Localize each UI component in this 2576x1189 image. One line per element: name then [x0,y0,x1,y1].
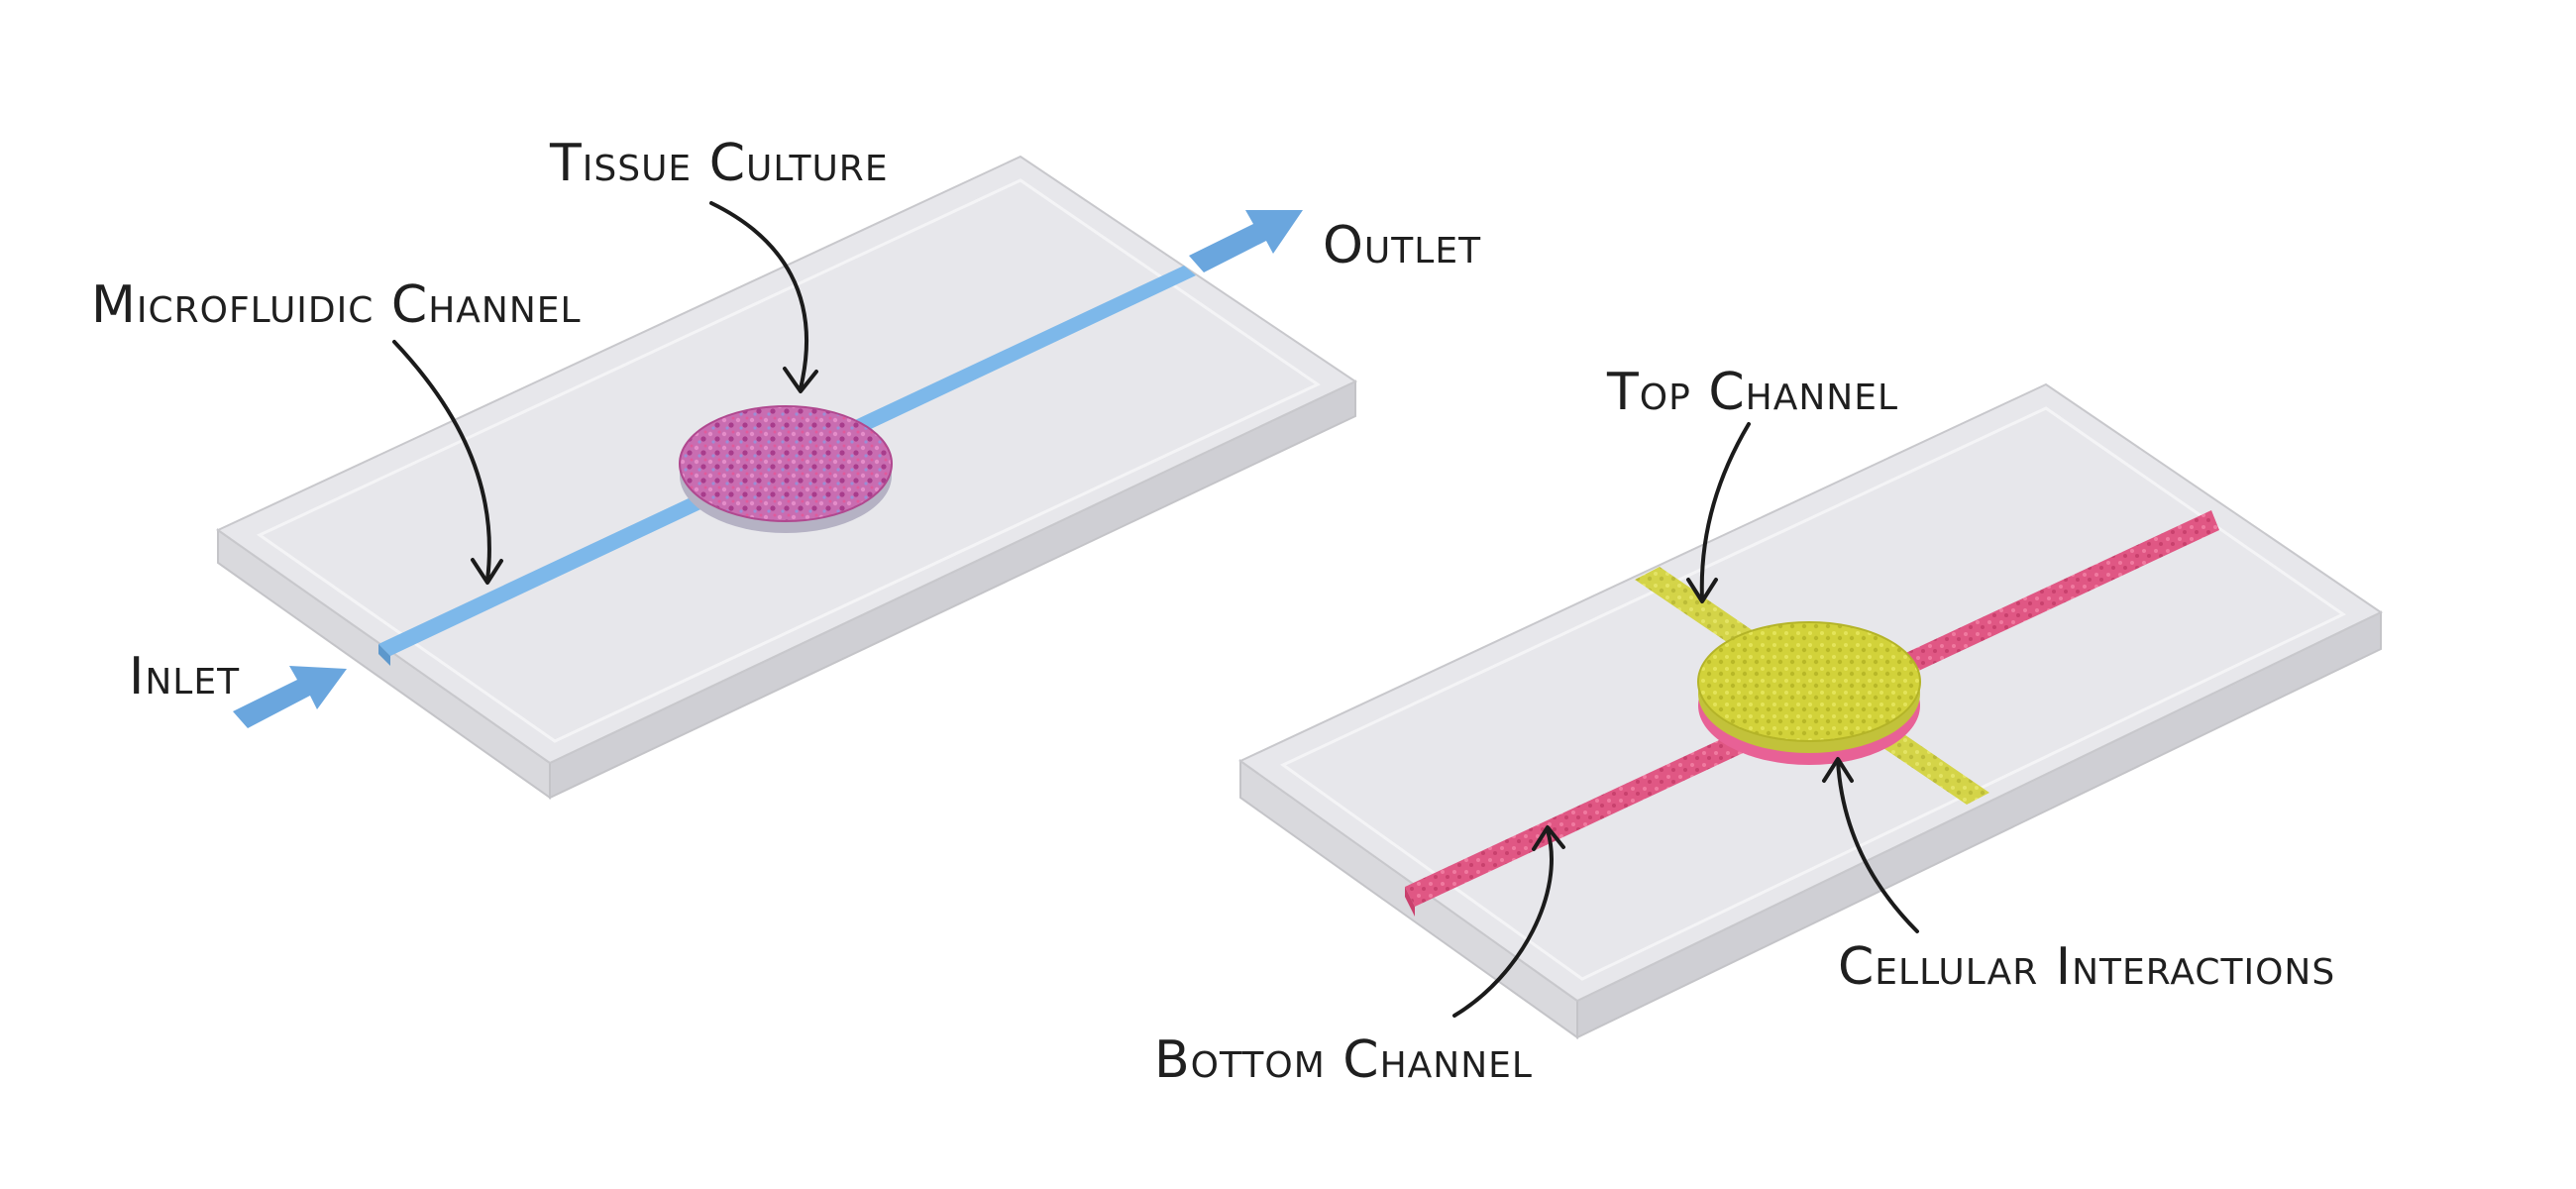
outlet-flow-arrow-icon [1189,210,1303,272]
bottom-channel-pointer [1452,825,1565,1018]
cellular-interaction-disc [1697,621,1921,742]
top-channel-label: Top Channel [1606,363,1898,422]
cellular-interactions-label: Cellular Interactions [1838,937,2335,997]
chip-right-inner-bevel [1280,406,2346,981]
microfluidic-channel-label: Microfluidic Channel [91,275,582,335]
tissue-culture-pointer [709,201,818,393]
microfluidic-channel-inlet-end [378,644,390,666]
cellular-interactions-pointer [1822,757,1919,933]
inlet-flow-arrow-icon [233,666,347,728]
top-channel-pointer [1686,422,1751,603]
bottom-channel-end [1405,887,1415,917]
outlet-label: Outlet [1323,216,1481,275]
tissue-culture-disc [679,405,893,522]
microfluidic-channel-pointer [392,340,503,585]
dual-channel-chip [1238,382,2383,1039]
bottom-channel-label: Bottom Channel [1154,1030,1533,1090]
tissue-culture-label: Tissue Culture [549,134,889,193]
chip-left-inner-bevel [257,178,1322,743]
inlet-label: Inlet [129,647,240,706]
single-channel-chip [216,155,1358,800]
